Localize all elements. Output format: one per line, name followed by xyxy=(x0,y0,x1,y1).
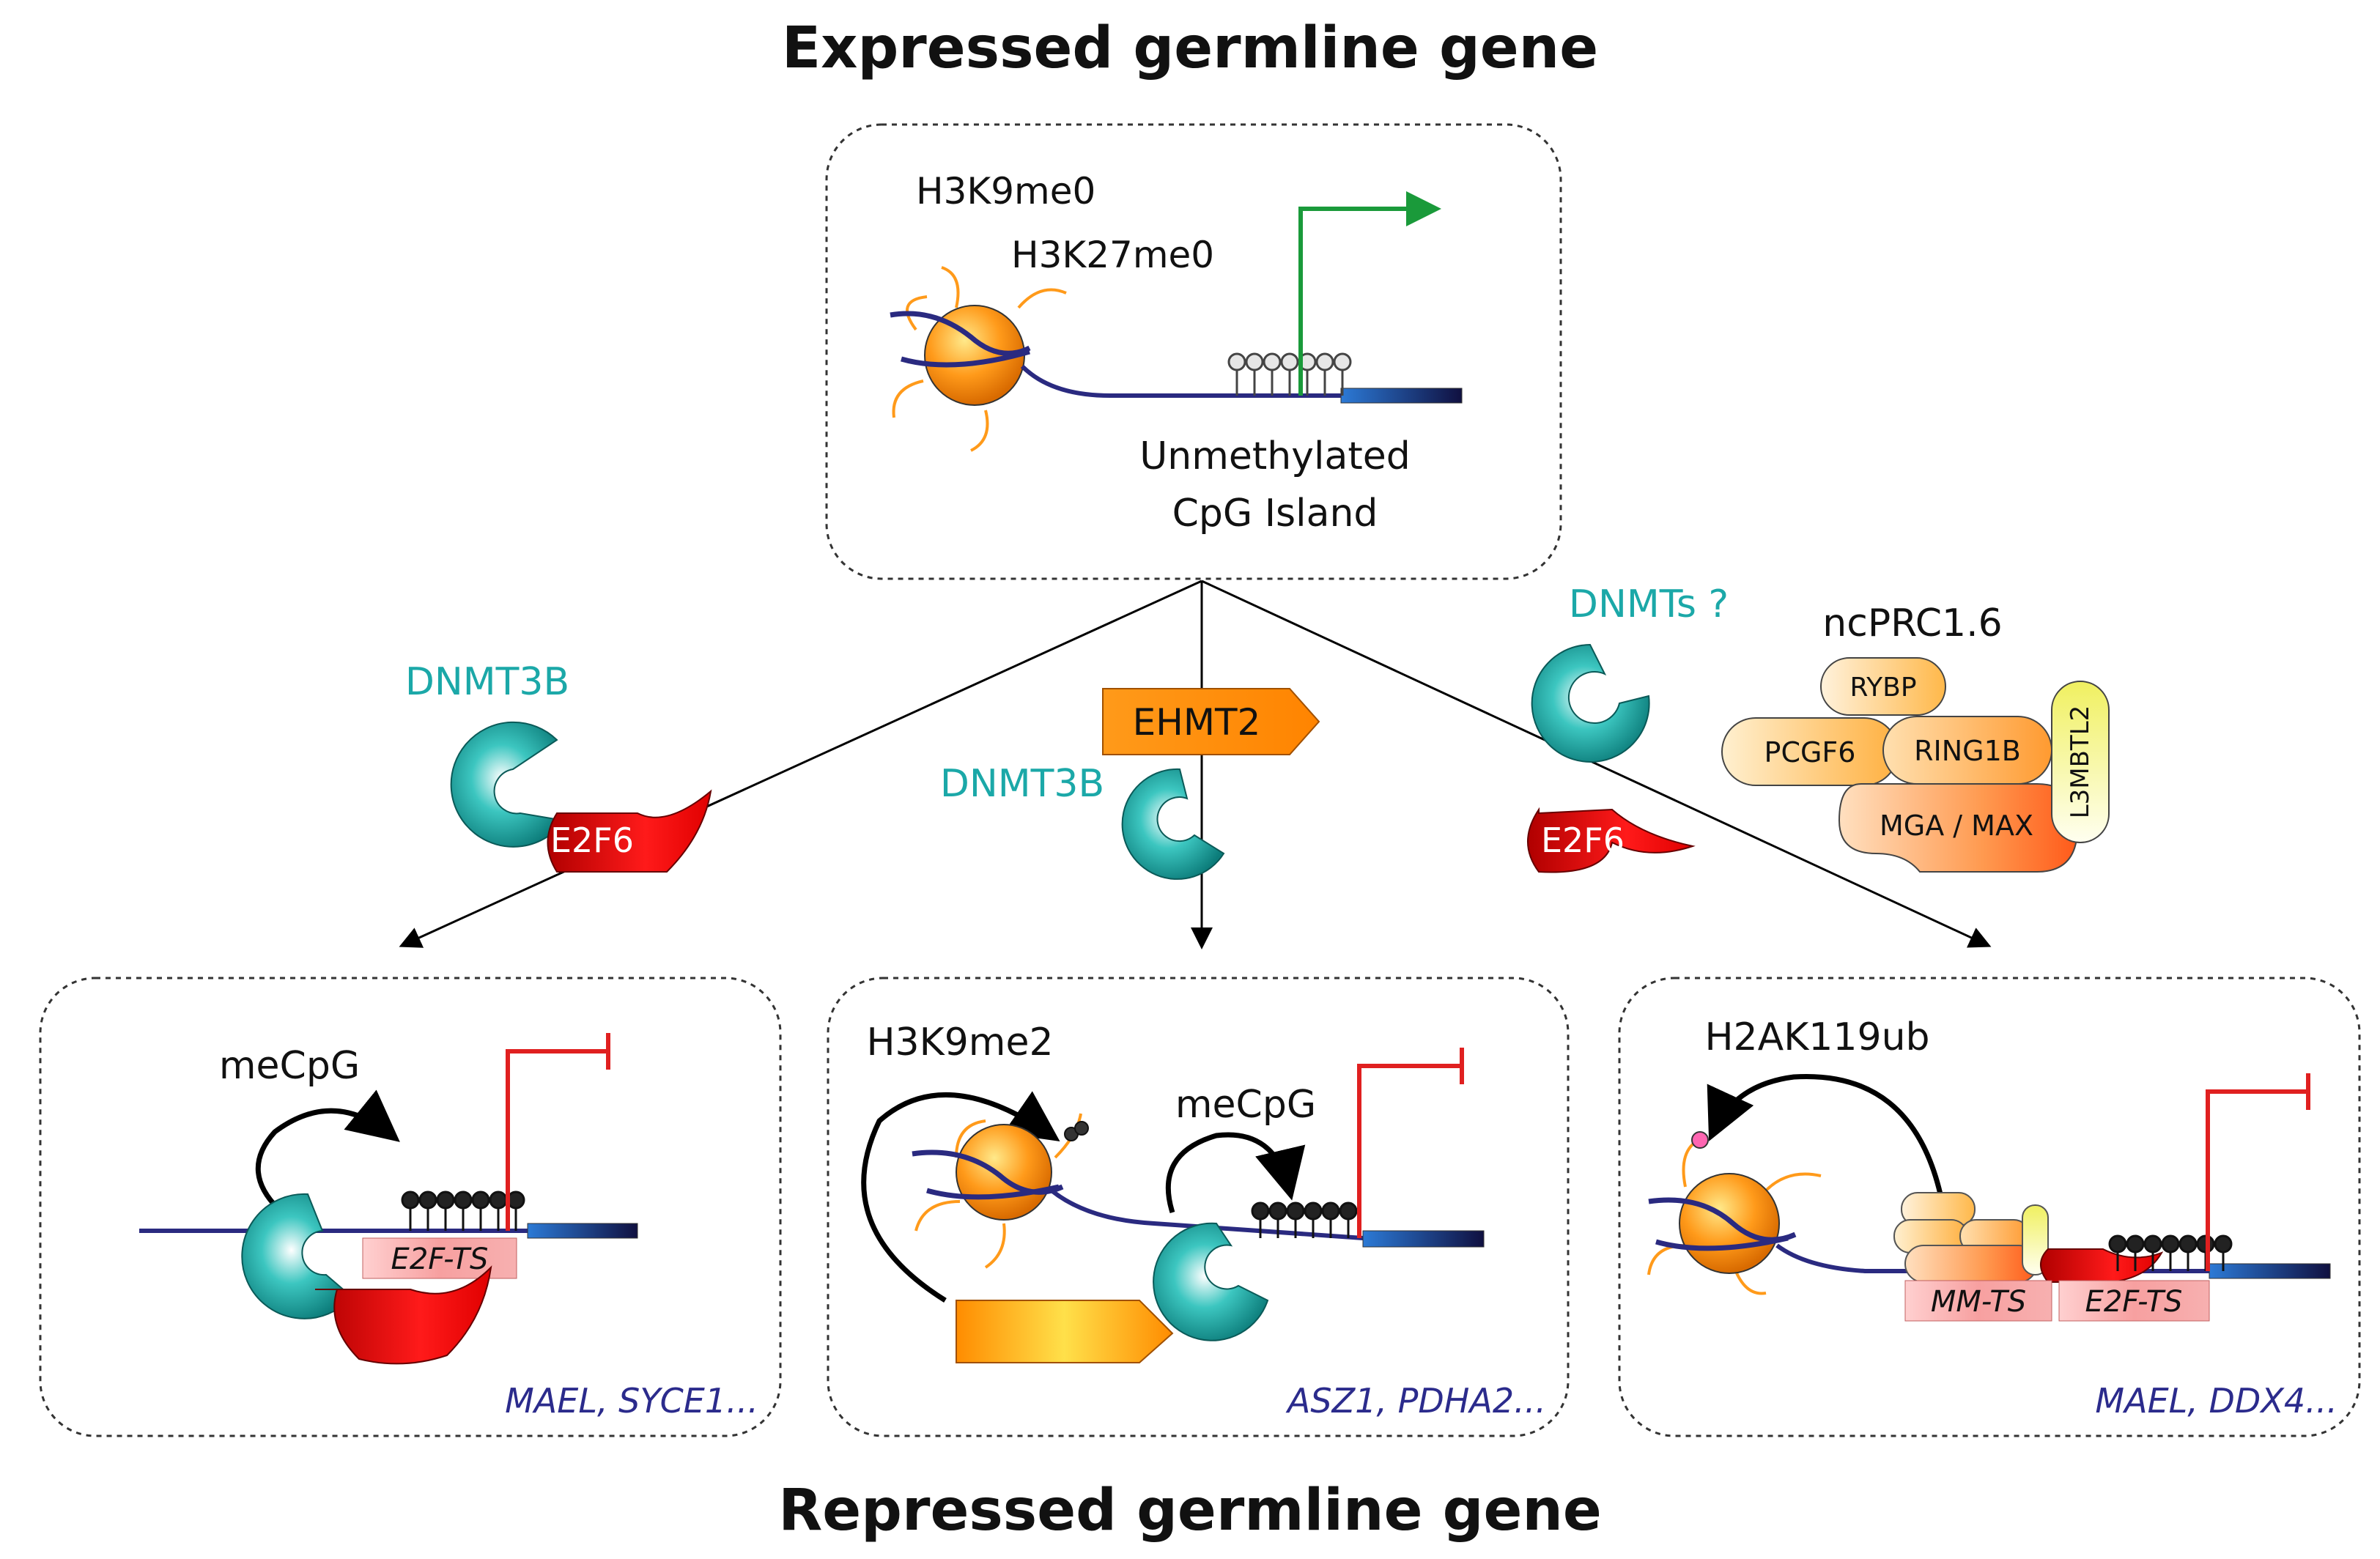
e2f6-right-icon xyxy=(1527,807,1696,873)
e2f6-bound xyxy=(2040,1248,2164,1283)
dna-strand xyxy=(1050,1188,1364,1240)
cpg-label-line2: CpG Island xyxy=(1172,492,1378,536)
branch-arrows xyxy=(399,579,1992,949)
h3k9me2-mark-2 xyxy=(1074,1121,1089,1136)
mga-max-label: MGA / MAX xyxy=(1880,810,2033,842)
panel-border xyxy=(825,123,1562,580)
tss-box xyxy=(1340,388,1463,404)
mm-ts-site xyxy=(1904,1280,2052,1322)
dnmt3b-left-icon xyxy=(450,721,566,848)
cpg-lollipops-methylated xyxy=(1251,1201,1358,1238)
tss-box xyxy=(2209,1263,2331,1279)
pcgf6-label: PCGF6 xyxy=(1764,736,1856,769)
dnmt3b-center-label: DNMT3B xyxy=(940,762,1104,806)
ncprc-title: ncPRC1.6 xyxy=(1822,601,2002,645)
nucleosome xyxy=(912,1113,1089,1269)
dnmt3b-icon xyxy=(1153,1222,1269,1341)
bound-ncprc-complex xyxy=(1893,1192,2049,1283)
h3k9me2-label: H3K9me2 xyxy=(866,1021,1053,1064)
e2f-ts-label: E2F-TS xyxy=(391,1243,489,1276)
nucleosome xyxy=(890,266,1067,452)
cpg-label-line1: Unmethylated xyxy=(1139,434,1410,478)
e2f6-left-label: E2F6 xyxy=(550,821,634,860)
e2f6-left-icon xyxy=(547,789,712,873)
mark-h3k27me0: H3K27me0 xyxy=(1011,234,1214,276)
genes-label: MAEL, SYCE1... xyxy=(505,1381,758,1421)
title-repressed: Repressed germline gene xyxy=(778,1478,1602,1544)
mm-ts-label: MM-TS xyxy=(1931,1285,2026,1319)
dna-strand xyxy=(1020,364,1341,398)
ehmt2-bound xyxy=(956,1300,1174,1363)
ubiquitination-arrow xyxy=(1707,1073,1943,1195)
active-transcription-arrow xyxy=(1298,191,1441,396)
genes-label: ASZ1, PDHA2... xyxy=(1285,1381,1546,1421)
ehmt2-label: EHMT2 xyxy=(1133,701,1261,744)
ncprc16-complex: ncPRC1.6 RYBP PCGF6 RING1B MGA / MAX L3M… xyxy=(1721,601,2110,873)
tss-box xyxy=(527,1223,638,1239)
cpg-lollipops-open xyxy=(1227,352,1352,396)
rybp-label: RYBP xyxy=(1849,673,1916,703)
methylation-arrow xyxy=(1165,1132,1306,1214)
l3mbtl2-label: L3MBTL2 xyxy=(2066,706,2095,819)
panel-left: meCpG E2F-TS MAEL, SYCE1... xyxy=(39,977,782,1437)
e2f-ts-site xyxy=(2058,1280,2210,1322)
l3mbtl2-subunit xyxy=(2051,681,2110,843)
mecpg-label: meCpG xyxy=(219,1044,360,1088)
title-expressed: Expressed germline gene xyxy=(782,15,1598,81)
ehmt2-icon xyxy=(1102,688,1320,755)
repression-mark xyxy=(2206,1073,2310,1271)
methylation-arrow xyxy=(255,1089,400,1215)
mecpg-label: meCpG xyxy=(1175,1083,1316,1127)
cpg-lollipops-methylated xyxy=(401,1190,525,1231)
dnmts-label: DNMTs ? xyxy=(1569,582,1729,626)
panel-center: H3K9me2 meCpG ASZ1, PDHA2... xyxy=(827,977,1570,1437)
genes-label: MAEL, DDX4... xyxy=(2095,1381,2338,1421)
e2f6-right-label: E2F6 xyxy=(1541,821,1625,860)
ub-mark xyxy=(1691,1131,1709,1149)
h2ak119ub-label: H2AK119ub xyxy=(1704,1015,1929,1059)
e2f-ts-label: E2F-TS xyxy=(2085,1285,2183,1319)
repression-mark xyxy=(506,1033,610,1231)
tss-box xyxy=(1362,1230,1485,1248)
rybp-subunit xyxy=(1820,657,1946,716)
dnmt3b-center-icon xyxy=(1121,768,1225,880)
dnmts-icon xyxy=(1531,643,1650,763)
panel-expressed: H3K9me0 H3K27me0 Unmethylated xyxy=(825,123,1562,580)
h3k9me2-arrow xyxy=(861,1091,1060,1303)
dnmt3b-icon xyxy=(241,1193,353,1319)
e2f6-icon xyxy=(315,1265,492,1365)
dnmt3b-left-label: DNMT3B xyxy=(405,660,569,704)
nucleosome xyxy=(1647,1131,1822,1295)
dna-strand xyxy=(1775,1243,2209,1273)
panel-right: H2AK119ub xyxy=(1618,977,2361,1437)
mark-h3k9me0: H3K9me0 xyxy=(916,170,1095,212)
ring1b-label: RING1B xyxy=(1914,735,2021,767)
repression-mark xyxy=(1357,1048,1464,1238)
